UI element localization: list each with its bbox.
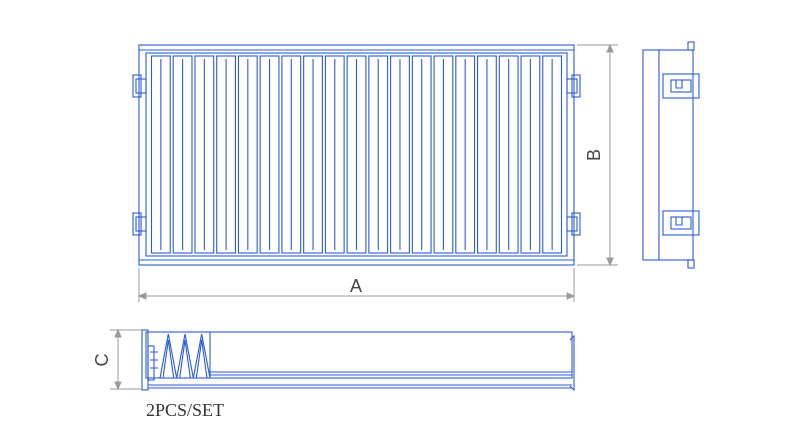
pleat xyxy=(281,55,302,254)
pleat xyxy=(259,55,280,254)
pleat xyxy=(324,55,345,254)
left-top-clip xyxy=(132,74,147,98)
pleat xyxy=(433,55,454,254)
pleat xyxy=(368,55,389,254)
spring-zigzag xyxy=(176,333,194,379)
pleat xyxy=(346,55,367,254)
pleat xyxy=(150,55,171,254)
spring-zigzag xyxy=(192,333,211,379)
left-bottom-clip xyxy=(132,212,147,236)
side-top-clip xyxy=(662,73,700,99)
pleat xyxy=(455,55,476,254)
dimension-c-label: C xyxy=(92,354,112,367)
pleat xyxy=(194,55,215,254)
right-top-clip xyxy=(566,74,581,98)
front-view xyxy=(132,44,581,266)
section-right-end xyxy=(569,334,575,392)
dimension-a-label: A xyxy=(350,276,362,296)
pleat xyxy=(172,55,193,254)
section-left-wall xyxy=(141,329,149,391)
spring-zigzag xyxy=(159,333,178,379)
pleat xyxy=(542,55,563,254)
inner-frame xyxy=(145,52,568,257)
pleat xyxy=(520,55,541,254)
side-view xyxy=(642,41,700,269)
dimension-a xyxy=(137,268,576,302)
outer-frame xyxy=(138,44,575,266)
right-bottom-clip xyxy=(566,212,581,236)
spring-inner-line xyxy=(162,339,175,379)
pleat-group xyxy=(150,55,563,254)
spring-inner-line xyxy=(195,339,208,379)
section-view xyxy=(141,329,575,392)
dimension-b xyxy=(577,43,618,267)
side-bottom-clip xyxy=(662,210,700,236)
section-body xyxy=(145,331,573,379)
pleat xyxy=(216,55,237,254)
spring-group xyxy=(159,333,211,379)
pleat xyxy=(411,55,432,254)
quantity-label: 2PCS/SET xyxy=(146,400,225,420)
pleat xyxy=(237,55,258,254)
pleat xyxy=(303,55,323,254)
dimension-c xyxy=(110,328,142,391)
pleat xyxy=(498,55,519,254)
pleat xyxy=(390,55,410,254)
dimension-b-label: B xyxy=(584,149,604,161)
spring-inner-line xyxy=(179,339,191,379)
pleat xyxy=(476,55,497,254)
side-frame xyxy=(642,49,694,261)
